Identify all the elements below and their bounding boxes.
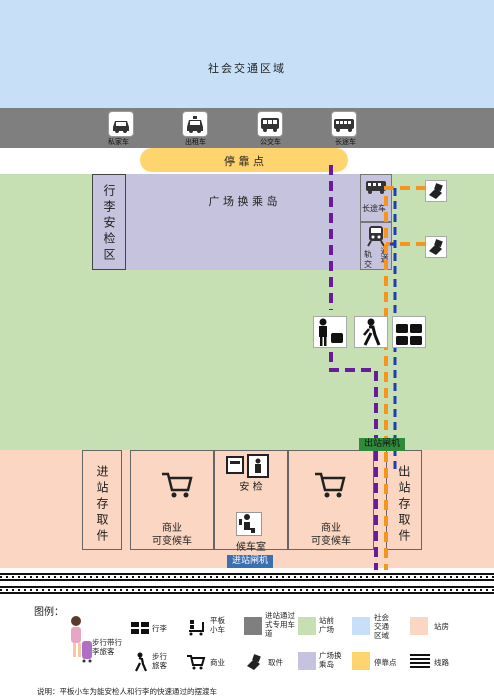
waiting-room-sign — [236, 512, 262, 536]
luggage-check-label: 行李安检区 — [102, 184, 116, 264]
route-lines — [329, 165, 426, 570]
luggage-sign — [392, 316, 426, 348]
legend-traveler-label: 步行带行李旅客 — [92, 638, 122, 656]
package-hand-icon — [247, 654, 261, 670]
pickup-sign-2 — [425, 236, 447, 258]
legend-track-label: 线路 — [434, 658, 449, 667]
legend-stop-label: 停靠点 — [374, 658, 397, 667]
pickup-sign-1 — [425, 180, 447, 202]
luggage-check-area — [92, 174, 126, 270]
plaza-transfer-island — [126, 174, 360, 270]
vehicle-label-bus: 公交车 — [260, 138, 281, 146]
legend-lane-label: 进站通过式专用车道 — [265, 611, 295, 638]
commerce-right-box — [288, 450, 374, 550]
stop-point — [140, 148, 348, 172]
legend-commerce-label: 商业 — [210, 658, 225, 667]
legend-cart-label: 平板小车 — [210, 616, 225, 634]
legend-plaza-swatch — [298, 617, 316, 635]
package-hand-icon — [429, 239, 443, 255]
security-waiting-box — [214, 450, 288, 550]
plaza-island-label: 广 场 换 乘 岛 — [208, 195, 278, 208]
cart-icon — [189, 620, 204, 636]
legend-luggage-label: 行李 — [152, 624, 167, 633]
person-with-luggage-icon — [319, 318, 343, 346]
luggage-icon — [131, 622, 149, 634]
security-scanner-icon — [226, 454, 269, 478]
social-traffic-zone — [0, 0, 494, 108]
waiting-seat-icon — [239, 514, 255, 533]
long-bus-label: 长途车 — [362, 204, 386, 213]
coach-sign — [331, 111, 357, 137]
enter-gate: 进站闸机 — [227, 555, 273, 568]
walking-person-icon — [363, 318, 381, 346]
rail-label: 轨交 — [364, 250, 372, 269]
vehicle-label-coach: 长途车 — [335, 138, 356, 146]
taxi-icon — [187, 116, 203, 133]
legend-walker-label: 步行旅客 — [152, 652, 167, 670]
commerce-left-box — [130, 450, 214, 550]
legend-stop-swatch — [352, 652, 370, 670]
shopping-cart-icon — [315, 472, 346, 498]
legend-island-swatch — [298, 652, 316, 670]
coach-icon — [366, 181, 386, 194]
commerce-left-label: 商业 可变候车 — [152, 523, 192, 547]
walking-person-icon — [135, 652, 148, 672]
legend-pickup-label: 取件 — [268, 658, 283, 667]
exit-gate: 出站闸机 — [359, 438, 405, 451]
car-icon — [113, 121, 129, 133]
private-car-sign — [108, 111, 134, 137]
luggage-icon — [396, 324, 422, 345]
security-label: 安 检 — [239, 482, 263, 493]
shopping-cart-icon — [187, 655, 206, 670]
traveler-figure-icon — [71, 616, 92, 663]
bus-sign — [257, 111, 283, 137]
enter-luggage-label: 进站存取件 — [95, 465, 109, 545]
legend-plaza-label: 站前广场 — [319, 616, 334, 634]
legend-social-swatch — [352, 617, 370, 635]
commerce-right-label: 商业 可变候车 — [311, 523, 351, 547]
legend-station-swatch — [410, 617, 428, 635]
train-icon — [367, 226, 385, 247]
vehicle-label-private: 私家车 — [108, 138, 129, 146]
taxi-sign — [182, 111, 208, 137]
coach-icon — [334, 119, 354, 132]
enter-luggage-box — [82, 450, 122, 550]
legend-station-label: 站房 — [434, 622, 449, 631]
shopping-cart-icon — [162, 472, 193, 498]
legend-island-label: 广场换乘岛 — [319, 651, 342, 669]
note-text: 说明：平板小车为能安检人和行李的快速通过的摆渡车 — [37, 687, 217, 696]
railway-tracks — [0, 568, 494, 598]
exit-luggage-label: 出站存取件 — [397, 465, 411, 545]
road-band — [0, 108, 494, 148]
legend-social-label: 社会交通区域 — [374, 613, 389, 640]
track-legend-icon — [410, 654, 430, 668]
legend-title: 图例： — [34, 607, 64, 618]
package-hand-icon — [429, 183, 443, 199]
social-traffic-label: 社会交通区域 — [208, 62, 286, 75]
channel-label: 通道 — [380, 247, 389, 263]
bus-icon — [261, 118, 279, 132]
waiting-room-label: 候车室 — [236, 542, 266, 553]
traveler-luggage-sign — [313, 316, 347, 348]
walker-sign — [354, 316, 388, 348]
stop-point-label: 停 靠 点 — [224, 155, 264, 168]
legend-lane-swatch — [244, 617, 262, 635]
vehicle-label-taxi: 出租车 — [185, 138, 206, 146]
